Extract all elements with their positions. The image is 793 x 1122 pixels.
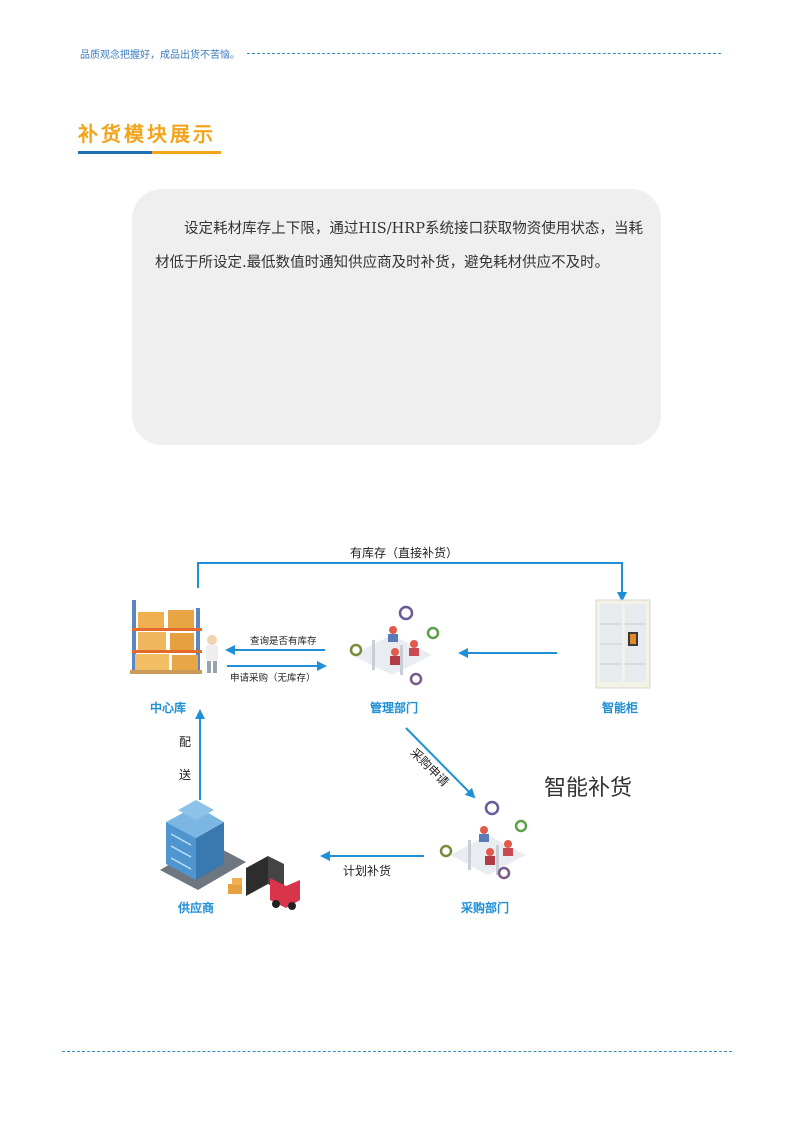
description-box [132,189,661,445]
edge-label-planned-restock: 计划补货 [343,864,392,878]
edge-label-query-stock: 查询是否有库存 [250,636,317,647]
edge-label-request-purchase: 申请采购（无库存） [230,673,316,684]
edge-label-delivery-char2: 送 [179,768,192,782]
node-label-purchasing-dept: 采购部门 [460,901,509,915]
node-label-central-warehouse: 中心库 [149,701,186,715]
title-underline-orange [152,151,221,154]
header-divider [247,53,721,54]
edge-label-delivery-char1: 配 [179,735,192,749]
smart-cabinet-icon [595,599,651,689]
node-label-smart-cabinet: 智能柜 [601,701,638,715]
section-title: 补货模块展示 [78,122,216,146]
description-text: 设定耗材库存上下限，通过HIS/HRP系统接口获取物资使用状态，当耗材低于所设定… [155,221,643,271]
purchasing-office-icon [439,800,528,880]
arrow-purchase-request [405,727,476,799]
footer-divider [62,1051,732,1052]
node-label-supplier: 供应商 [177,901,214,915]
node-label-management-dept: 管理部门 [369,701,418,715]
edge-label-in-stock-direct: 有库存（直接补货） [350,546,459,560]
arrow-in-stock-direct [197,562,627,602]
title-underline-blue [78,151,152,154]
header-slogan: 品质观念把握好，成品出货不苦恼。 [80,50,240,61]
diagram-title: 智能补货 [544,776,633,801]
warehouse-icon [130,600,218,674]
management-office-icon [349,605,440,686]
supplier-building-icon [160,800,300,910]
